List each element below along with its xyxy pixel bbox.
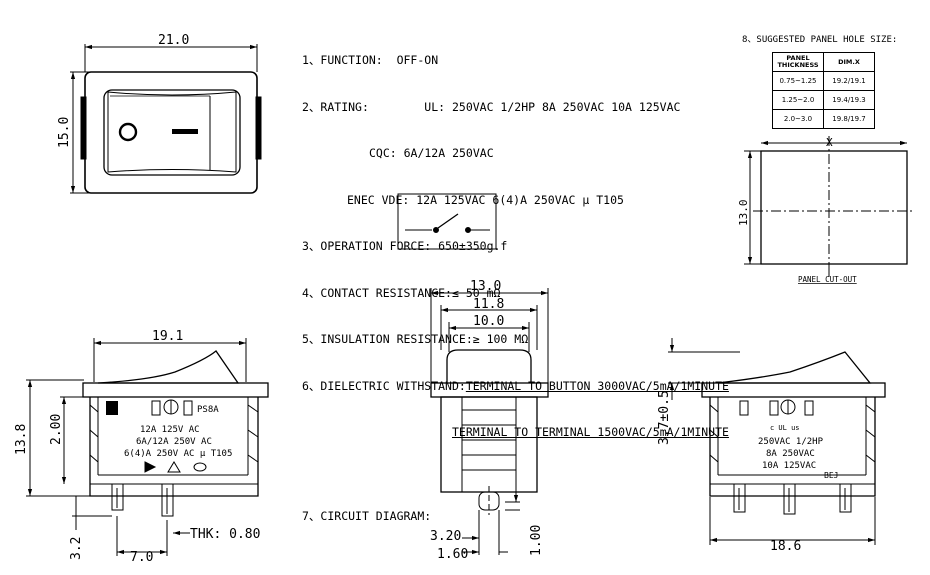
side1-height-label: 13.8 bbox=[14, 424, 29, 455]
side1-pin-len-label: 3.2 bbox=[69, 537, 84, 560]
side-view-right: 3.7±0.5 c UL us 250VAC 1/2HP 8A 250VAC 1… bbox=[657, 338, 886, 554]
end-w3-label: 10.0 bbox=[473, 314, 504, 329]
cutout-height-label: 13.0 bbox=[737, 200, 750, 227]
end-d2-label: 1.60 bbox=[437, 547, 468, 562]
end-w2-label: 11.8 bbox=[473, 297, 504, 312]
side2-label-3: 10A 125VAC bbox=[762, 461, 816, 471]
spec-rating-cqc: CQC: 6A/12A 250VAC bbox=[369, 146, 494, 160]
side2-h-label: 3.7±0.5 bbox=[657, 390, 672, 445]
cutout-x-label: X bbox=[826, 136, 833, 149]
side1-thk-label: THK: 0.80 bbox=[190, 527, 260, 542]
side1-label-2: 6A/12A 250V AC bbox=[136, 437, 212, 447]
off-symbol-icon bbox=[118, 122, 138, 142]
side2-label-2: 8A 250VAC bbox=[766, 449, 815, 459]
side1-label-3: 6(4)A 250V AC μ T105 bbox=[124, 449, 232, 459]
end-w1-label: 13.0 bbox=[470, 279, 501, 294]
side1-top-label: 19.1 bbox=[152, 329, 183, 344]
front-view: 21.0 15.0 bbox=[57, 33, 262, 194]
circuit-diagram bbox=[397, 193, 497, 250]
on-symbol-icon bbox=[172, 129, 198, 134]
side1-brand: PS8A bbox=[197, 405, 219, 415]
spec-dielectric-2: TERMINAL TO TERMINAL 1500VAC/5mA/1MINUTE bbox=[452, 425, 729, 439]
table-cell: 19.8/19.7 bbox=[823, 109, 875, 129]
side2-bottom-label: 18.6 bbox=[770, 539, 801, 554]
spec-function: 1、FUNCTION: OFF-ON bbox=[302, 53, 439, 67]
spec-circuit-label: 7、CIRCUIT DIAGRAM: bbox=[302, 508, 432, 523]
front-width-label: 21.0 bbox=[158, 33, 189, 48]
spec-rating-ul: 2、RATING: UL: 250VAC 1/2HP 8A 250VAC 10A… bbox=[302, 99, 681, 114]
cutout-caption: PANEL CUT-OUT bbox=[798, 275, 857, 284]
spec-dielectric-1: TERMINAL TO BUTTON 3000VAC/5mA/1MINUTE bbox=[465, 378, 729, 393]
end-view: 13.0 11.8 10.0 3.20 1.60 1.00 bbox=[430, 279, 549, 562]
front-height-label: 15.0 bbox=[57, 117, 72, 148]
table-header-row: PANEL THICKNESS DIM.X bbox=[772, 52, 875, 72]
side1-label-1: 12A 125V AC bbox=[140, 425, 200, 435]
panel-title: 8、SUGGESTED PANEL HOLE SIZE: bbox=[742, 35, 898, 45]
end-d3-label: 1.00 bbox=[529, 525, 544, 556]
table-cell: 2.0~3.0 bbox=[772, 109, 824, 129]
side2-label-1: 250VAC 1/2HP bbox=[758, 437, 824, 447]
spec-rating-enec: ENEC VDE: 12A 125VAC 6(4)A 250VAC μ T105 bbox=[347, 192, 624, 207]
spec-insulation-resistance: 5、INSULATION RESISTANCE:≥ 100 MΩ bbox=[302, 332, 529, 346]
side1-h2-label: 2.00 bbox=[49, 414, 64, 445]
side2-cert: c UL us bbox=[770, 424, 800, 432]
side2-mark: BEJ bbox=[824, 471, 838, 480]
spec-list: 1、FUNCTION: OFF-ON 2、RATING: UL: 250VAC … bbox=[302, 22, 729, 540]
side1-pin-gap-label: 7.0 bbox=[130, 550, 153, 565]
spec-dielectric-2-line: TERMINAL TO TERMINAL 1500VAC/5mA/1MINUTE bbox=[302, 425, 729, 441]
side-view-left: 19.1 PS8A 12A 125V AC 6A/12A 250V AC 6(4… bbox=[14, 329, 269, 565]
panel-cutout: X 13.0 PANEL CUT-OUT bbox=[737, 136, 915, 284]
end-d1-label: 3.20 bbox=[430, 529, 461, 544]
spec-contact-resistance: 4、CONTACT RESISTANCE:≤ 50 mΩ bbox=[302, 285, 501, 300]
